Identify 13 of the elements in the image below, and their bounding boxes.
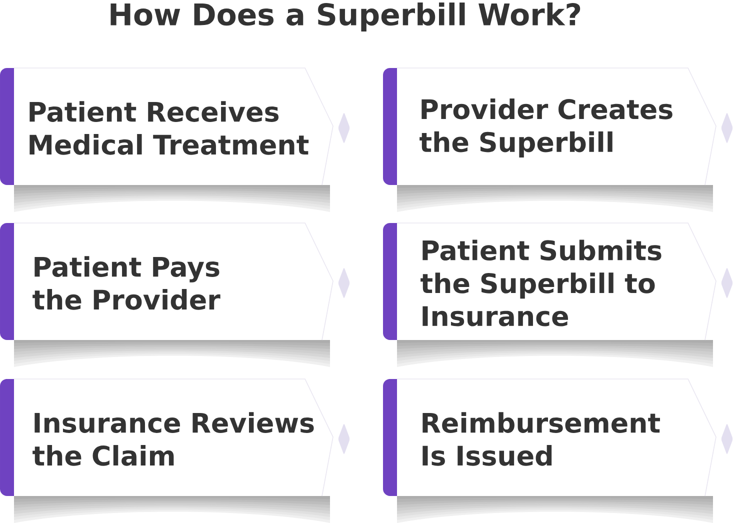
step-card: Insurance Reviews the Claim xyxy=(0,378,334,496)
node-label: Patient Pays the Provider xyxy=(32,256,220,310)
node-label: Provider Creates the Superbill xyxy=(420,98,672,158)
step-card: Patient Pays the Provider xyxy=(0,222,334,340)
node-label: Patient Receives Medical Treatment xyxy=(30,101,309,155)
node-label: Patient Submits the Superbill to Insurance xyxy=(420,240,662,326)
step-card: Provider Creates the Superbill xyxy=(383,68,716,186)
step-card: Patient Submits the Superbill to Insurance xyxy=(383,222,716,340)
node-label: Insurance Reviews the Claim xyxy=(32,412,314,466)
title: How Does a Superbill Work? xyxy=(110,2,580,32)
step-card: Reimbursement Is Issued xyxy=(383,378,716,496)
node-label: Reimbursement Is Issued xyxy=(422,412,660,466)
step-card: Patient Receives Medical Treatment xyxy=(0,68,334,186)
